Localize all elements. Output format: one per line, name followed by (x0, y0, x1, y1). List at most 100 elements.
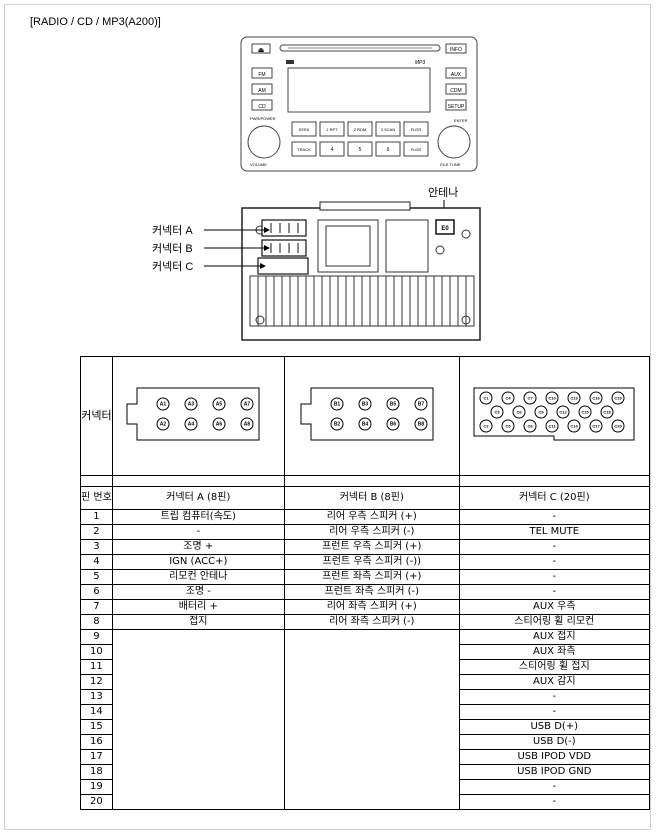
pin-number: 15 (80, 719, 113, 735)
connector-pin-label: C5 (506, 423, 512, 428)
connector-pin (240, 417, 254, 430)
connector-pin-label: B1 (334, 401, 341, 407)
connector-a-function (111, 674, 285, 690)
connector-pin-label: C11 (549, 423, 557, 428)
connector-a-function (111, 644, 285, 660)
connector-b-function: 프런트 우측 스피커 (-)) (283, 554, 460, 570)
connector-b-function (283, 629, 460, 645)
connector-c-function: USB D(-) (458, 734, 650, 750)
connector-a-function (111, 794, 285, 810)
connector-pin (589, 419, 603, 432)
setup-button-label: SETUP (448, 104, 465, 110)
fldr-up-label: FLDR (411, 127, 422, 132)
connector-pin-label: B6 (390, 421, 397, 427)
connector-pin-label: B5 (390, 401, 397, 407)
track-button-label: TRACK (297, 147, 311, 152)
page-title: [RADIO / CD / MP3(A200)] (30, 16, 161, 28)
setup-button[interactable] (445, 99, 467, 111)
preset-2-button[interactable] (347, 121, 373, 137)
connector-pin-label: C19 (615, 395, 623, 400)
pin-number: 20 (80, 794, 113, 810)
connector-a-function (111, 734, 285, 750)
connector-c-function: AUX 감지 (458, 674, 650, 690)
page-frame (4, 4, 651, 830)
preset-5-button[interactable] (347, 141, 373, 157)
connector-a-function (111, 749, 285, 765)
pin-number: 12 (80, 674, 113, 690)
connector-pin (556, 405, 570, 418)
am-button-label: AM (258, 88, 266, 94)
fldr-down-button[interactable] (403, 141, 429, 157)
connector-pin-label: C2 (484, 423, 490, 428)
connector-pin (240, 397, 254, 410)
file-tune-label: FILE TUNE (440, 162, 461, 167)
cd-button[interactable] (251, 99, 273, 111)
connector-pin (479, 391, 493, 404)
cdm-button[interactable] (445, 83, 467, 95)
connector-a-function (111, 689, 285, 705)
connector-pin (600, 405, 614, 418)
fldr-up-button[interactable] (403, 121, 429, 137)
cdm-button-label: CDM (450, 88, 461, 94)
eject-button[interactable] (251, 43, 271, 54)
connector-pin (156, 397, 170, 410)
header-connector-a: 커넥터 A (8핀) (111, 486, 285, 510)
connector-b-function (283, 749, 460, 765)
fm-button[interactable] (251, 67, 273, 79)
connector-pin (184, 417, 198, 430)
info-button[interactable] (445, 43, 467, 54)
connector-pin-label: C7 (528, 395, 534, 400)
connector-pin-label: B2 (334, 421, 341, 427)
connector-b-function: 리어 좌측 스피커 (+) (283, 599, 460, 615)
am-button[interactable] (251, 83, 273, 95)
track-button[interactable] (291, 141, 317, 157)
connector-pin-label: C16 (593, 395, 601, 400)
pin-number: 19 (80, 779, 113, 795)
volume-knob[interactable] (247, 125, 281, 159)
connector-pin (611, 391, 625, 404)
connector-c-function: AUX 접지 (458, 629, 650, 645)
aux-button[interactable] (445, 67, 467, 79)
connector-c-function: AUX 우측 (458, 599, 650, 615)
preset-6-button[interactable] (375, 141, 401, 157)
disc-logo (286, 60, 294, 64)
callout-connector-a: 커넥터 A (152, 224, 193, 237)
connector-b-function: 리어 좌측 스피커 (-) (283, 614, 460, 630)
pin-number: 4 (80, 554, 113, 570)
preset-3-button[interactable] (375, 121, 401, 137)
volume-label: VOLUME (250, 162, 267, 167)
connector-pin-label: C18 (604, 409, 612, 414)
connector-pin (567, 391, 581, 404)
preset-1-button[interactable] (319, 121, 345, 137)
connector-c-function: - (458, 779, 650, 795)
connector-pin (578, 405, 592, 418)
connector-pin (479, 419, 493, 432)
connector-b-function: 리어 우측 스피커 (-) (283, 524, 460, 540)
connector-pin-label: C4 (506, 395, 512, 400)
connector-b-function (283, 794, 460, 810)
connector-pin (184, 397, 198, 410)
enter-label: ENTER (454, 118, 468, 123)
seek-button[interactable] (291, 121, 317, 137)
preset-4-button[interactable] (319, 141, 345, 157)
tune-knob[interactable] (437, 125, 471, 159)
connector-b-function (283, 659, 460, 675)
connector-pin-label: A8 (244, 421, 251, 427)
connector-a-function (111, 719, 285, 735)
connector-b-function: 프런트 좌측 스피커 (-) (283, 584, 460, 600)
power-label: PWR/POWER (250, 116, 276, 121)
connector-b-function: 프런트 좌측 스피커 (+) (283, 569, 460, 585)
connector-pin-label: A3 (188, 401, 195, 407)
connector-a-function: 조명 + (111, 539, 285, 555)
connector-pin (512, 405, 526, 418)
connector-c-function: - (458, 794, 650, 810)
pin-number: 13 (80, 689, 113, 705)
